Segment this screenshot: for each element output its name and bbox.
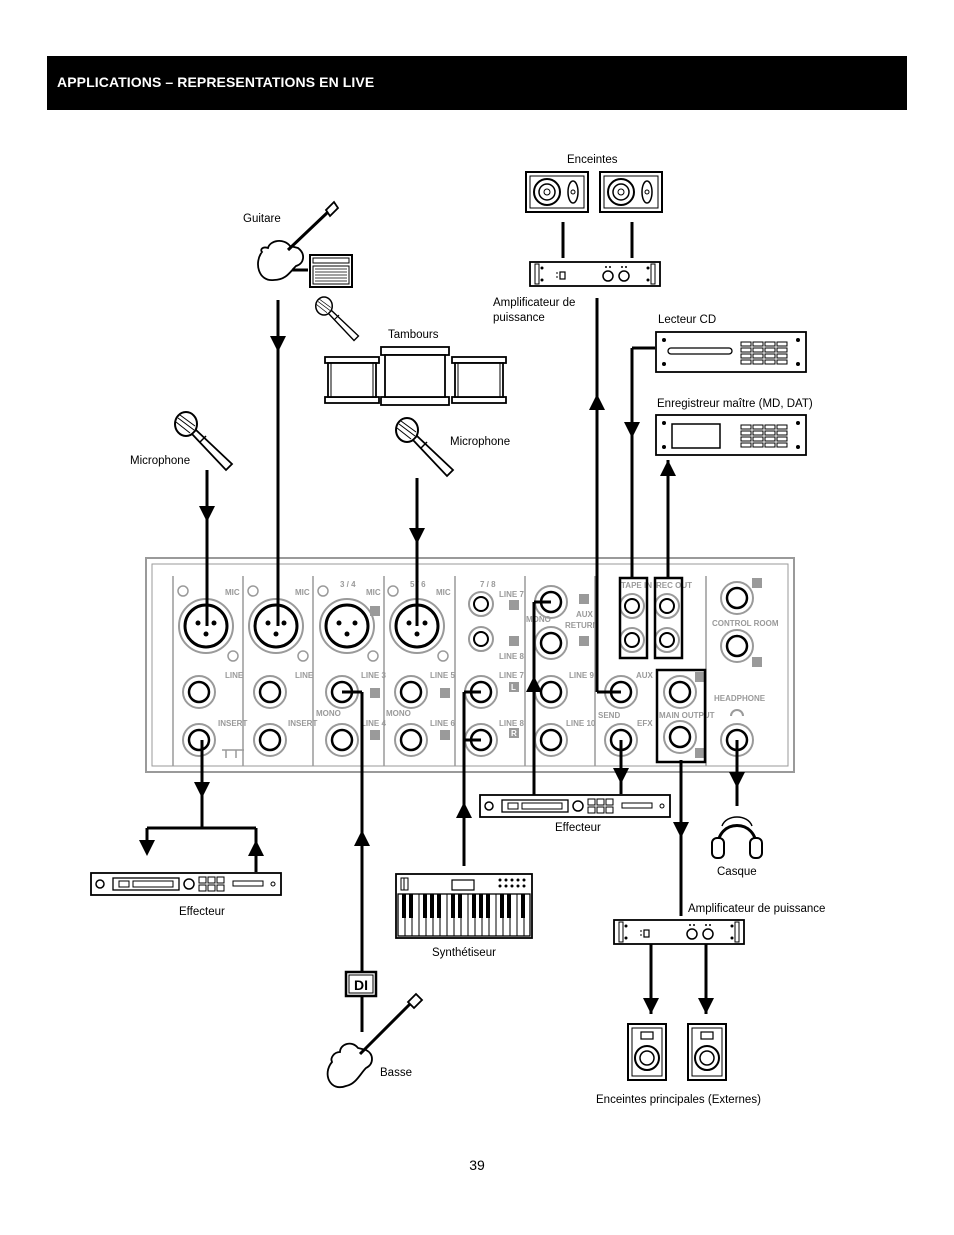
amp-microphone-icon <box>315 296 360 342</box>
ch1-mic-label: MIC <box>225 588 240 597</box>
line-ch1-label: LINE <box>225 671 244 680</box>
mixer-rear-panel: MIC MIC 3 / 4 MIC 5 / 6 MIC 7 / 8 LINE 7… <box>145 557 795 773</box>
control-room-label: CONTROL ROOM <box>712 619 779 628</box>
send-label: SEND <box>598 711 620 720</box>
speaker-top-right <box>599 171 663 213</box>
line7-top-label: LINE 7 <box>499 590 524 599</box>
line4-label: LINE 4 <box>361 719 386 728</box>
aux-return-label: AUX <box>576 610 594 619</box>
speakers-top-label: Enceintes <box>567 154 618 166</box>
power-amp-top <box>529 261 661 287</box>
ch5-6-mic-label: MIC <box>436 588 451 597</box>
cd-player-icon <box>655 331 807 373</box>
line9-label: LINE 9 <box>569 671 594 680</box>
tape-in-label: TAPE IN <box>621 581 652 590</box>
line7-label: LINE 7 <box>499 671 524 680</box>
headphones-icon <box>711 816 763 859</box>
mono-return-label: MONO <box>526 615 551 624</box>
power-amp-bottom <box>613 919 745 945</box>
efx-label: EFX <box>637 719 653 728</box>
guitar-label: Guitare <box>243 213 281 225</box>
power-amp-top-label-1: Amplificateur de <box>493 297 575 309</box>
section-title: APPLICATIONS – REPRESENTATIONS EN LIVE <box>57 74 375 90</box>
main-output-label: MAIN OUTPUT <box>659 711 715 720</box>
main-speaker-right <box>687 1023 727 1081</box>
synth-label: Synthétiseur <box>432 947 496 959</box>
main-speaker-left <box>627 1023 667 1081</box>
microphone-left-label: Microphone <box>130 455 190 467</box>
line8-r-marker: R <box>511 729 517 738</box>
bass-label: Basse <box>380 1067 412 1079</box>
guitar-icon <box>257 200 340 281</box>
effects-right-label: Effecteur <box>555 822 601 834</box>
guitar-amp-icon <box>309 254 353 288</box>
microphone-mid-icon <box>395 417 454 477</box>
effects-unit-right <box>479 794 671 818</box>
return-label: RETURN <box>565 621 599 630</box>
cd-player-label: Lecteur CD <box>658 314 716 326</box>
line3-label: LINE 3 <box>361 671 386 680</box>
mono3-label: MONO <box>316 709 341 718</box>
line-ch2-label: LINE <box>295 671 314 680</box>
synthesizer-icon <box>395 873 533 939</box>
line8-label: LINE 8 <box>499 719 524 728</box>
insert-ch1-label: INSERT <box>218 719 247 728</box>
ch3-4-mic-label: MIC <box>366 588 381 597</box>
line8-top-label: LINE 8 <box>499 652 524 661</box>
line5-label: LINE 5 <box>430 671 455 680</box>
power-amp-bottom-label: Amplificateur de puissance <box>688 903 825 915</box>
master-recorder-label: Enregistreur maître (MD, DAT) <box>657 398 813 410</box>
line10-label: LINE 10 <box>566 719 596 728</box>
drums-label: Tambours <box>388 329 439 341</box>
speaker-top-left <box>525 171 589 213</box>
headphone-label: HEADPHONE <box>714 694 766 703</box>
di-label: DI <box>354 977 368 993</box>
line6-label: LINE 6 <box>430 719 455 728</box>
microphone-mid-label: Microphone <box>450 436 510 448</box>
master-recorder-icon <box>655 414 807 456</box>
power-amp-top-label-2: puissance <box>493 312 545 324</box>
insert-ch2-label: INSERT <box>288 719 317 728</box>
aux-label: AUX <box>636 671 654 680</box>
effects-left-label: Effecteur <box>179 906 225 918</box>
drums-icon <box>324 346 507 406</box>
section-header-bar: APPLICATIONS – REPRESENTATIONS EN LIVE <box>47 56 907 110</box>
page-number: 39 <box>469 1157 485 1173</box>
ch3-4-header: 3 / 4 <box>340 580 356 589</box>
bass-guitar-icon <box>326 992 424 1089</box>
effects-unit-left <box>90 872 282 896</box>
mono5-label: MONO <box>386 709 411 718</box>
di-box: DI <box>344 970 378 998</box>
main-speakers-label: Enceintes principales (Externes) <box>596 1094 761 1106</box>
ch7-8-header: 7 / 8 <box>480 580 496 589</box>
line7-l-marker: L <box>511 683 516 692</box>
ch2-mic-label: MIC <box>295 588 310 597</box>
connection-lines <box>139 298 745 1032</box>
headphones-label: Casque <box>717 866 757 878</box>
rec-out-label: REC OUT <box>656 581 692 590</box>
